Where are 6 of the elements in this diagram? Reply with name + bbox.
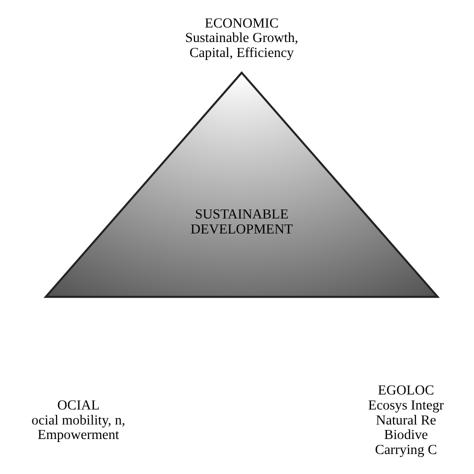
label: ocial mobility, n, Empowerment <box>31 412 125 442</box>
label: Sustainable Growth, Capital, Efficiency <box>184 30 298 60</box>
label: Ecosys Integr Natural Re Biodive Carrying C <box>368 397 444 457</box>
label: EGOLOC <box>377 382 434 398</box>
label: ECONOMIC <box>204 15 278 30</box>
label: OCIAL <box>56 397 100 412</box>
